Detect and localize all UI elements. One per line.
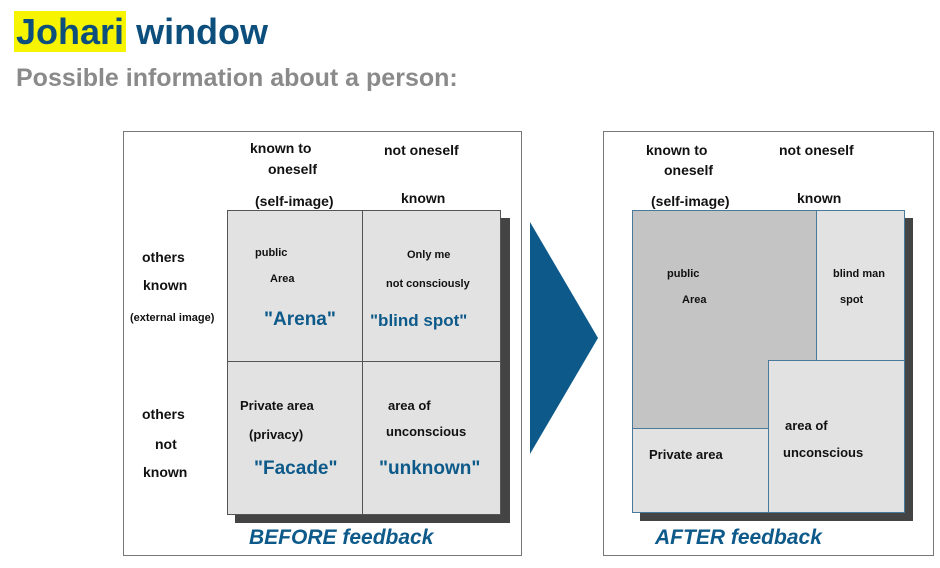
after-quadrant-unknown: [768, 360, 905, 513]
before-q4-name: "unknown": [379, 458, 481, 479]
before-footer: BEFORE feedback: [249, 526, 434, 549]
after-quadrant-private: [632, 428, 769, 513]
before-q3-line2: (privacy): [249, 427, 304, 442]
before-q2-name: "blind spot": [370, 311, 468, 330]
before-col2-line1: not oneself: [384, 142, 459, 158]
page-subtitle: Possible information about a person:: [16, 64, 458, 92]
before-row2-line3: known: [143, 464, 188, 480]
after-col2-line2: known: [797, 190, 842, 206]
before-q1-name: "Arena": [264, 309, 336, 330]
before-q1-line1: public: [255, 247, 288, 259]
before-q2-line1: Only me: [407, 249, 451, 261]
before-row2-line1: others: [142, 406, 185, 422]
before-q2-line2: not consciously: [386, 278, 470, 290]
before-q1-line2: Area: [270, 273, 295, 285]
title-rest: window: [136, 11, 269, 52]
before-col1-line3: (self-image): [255, 193, 334, 209]
before-q4-line1: area of: [388, 398, 431, 413]
feedback-arrow-icon: [530, 222, 598, 454]
before-row1-line2: known: [143, 277, 188, 293]
after-quadrant-blind-spot: [816, 210, 905, 361]
after-col1-line3: (self-image): [651, 193, 730, 209]
before-col1-line1: known to: [250, 140, 312, 156]
before-quadrant-facade: [227, 361, 363, 515]
before-row1-line1: others: [142, 249, 185, 265]
before-q4-line2: unconscious: [386, 424, 467, 439]
page-title: Johari window: [14, 10, 268, 54]
before-quadrant-unknown: [362, 361, 501, 515]
before-row2-line2: not: [155, 436, 177, 452]
title-highlight: Johari: [14, 11, 127, 52]
after-q4-line1: area of: [785, 418, 828, 433]
before-col1-line2: oneself: [268, 161, 318, 177]
before-q3-name: "Facade": [254, 458, 338, 479]
before-quadrant-arena: [227, 210, 363, 362]
after-q1-line2: Area: [682, 294, 707, 306]
after-q4-line2: unconscious: [783, 445, 864, 460]
before-q3-line1: Private area: [240, 398, 314, 413]
after-footer: AFTER feedback: [655, 526, 822, 549]
after-q3-line1: Private area: [649, 447, 723, 462]
before-row1-line3: (external image): [130, 312, 215, 324]
after-col2-line1: not oneself: [779, 142, 854, 158]
before-col2-line2: known: [401, 190, 446, 206]
after-q2-line1: blind man: [833, 268, 885, 280]
after-col1-line2: oneself: [664, 162, 714, 178]
after-q2-line2: spot: [840, 294, 864, 306]
after-q1-line1: public: [667, 268, 700, 280]
after-col1-line1: known to: [646, 142, 708, 158]
